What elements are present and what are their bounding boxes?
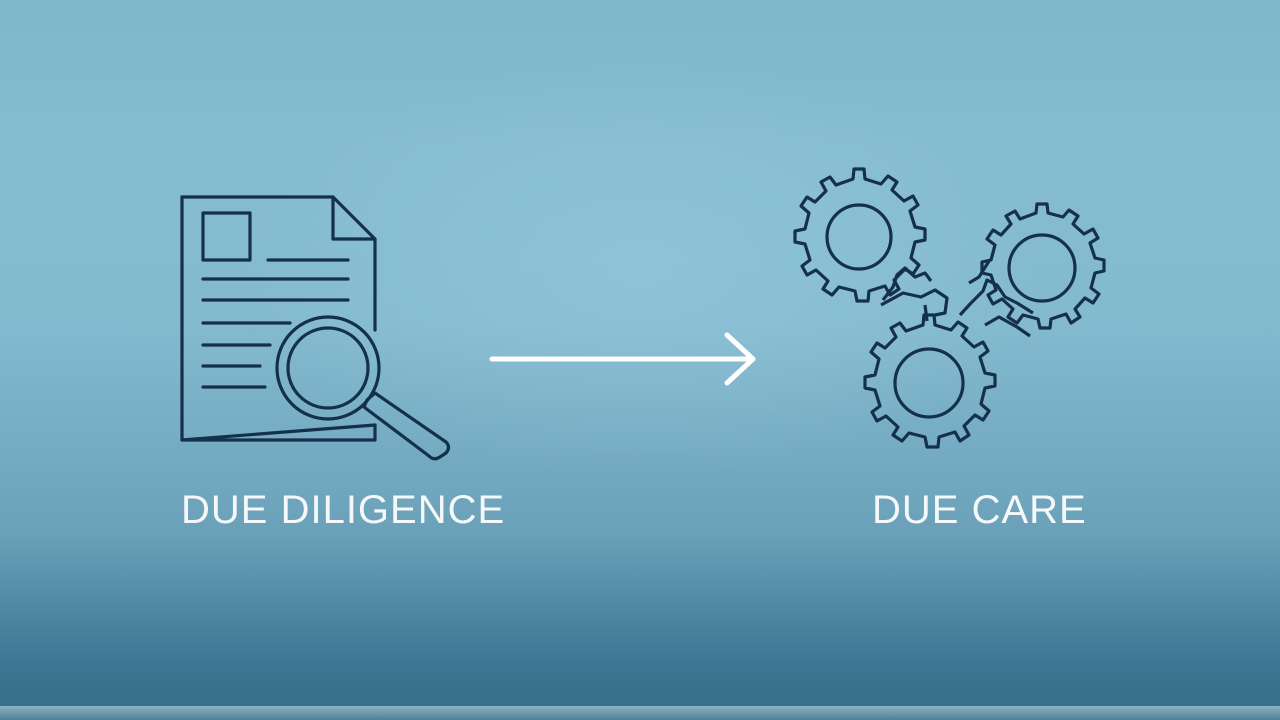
document-magnifier-icon [180,195,451,461]
due-diligence-label: DUE DILIGENCE [181,488,506,532]
gears-icon [793,167,1106,449]
right-arrow-icon [489,332,756,386]
due-care-label: DUE CARE [872,488,1087,532]
bottom-border [0,706,1280,720]
